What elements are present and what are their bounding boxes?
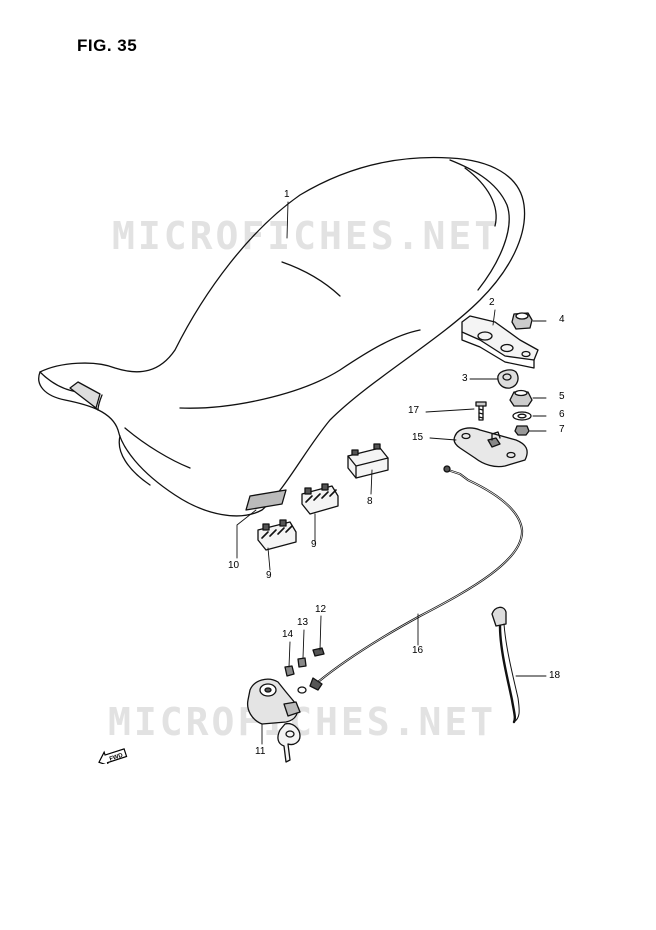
callout-7: 7 [559, 424, 565, 435]
callout-16: 16 [412, 645, 424, 656]
nut-part-14 [284, 665, 295, 677]
callout-12: 12 [315, 604, 327, 615]
seat-lock-assembly-part-11 [246, 678, 301, 763]
seat-lock-part-15 [453, 427, 528, 468]
callout-9-right: 9 [311, 539, 317, 550]
washer-part-14b [297, 686, 307, 694]
callout-13: 13 [297, 617, 309, 628]
callout-4: 4 [559, 314, 565, 325]
callout-11: 11 [255, 746, 266, 757]
lock-switch-wire-part-18 [491, 606, 520, 724]
callout-3: 3 [462, 373, 468, 384]
fwd-label: FWD [109, 753, 124, 763]
washer-part-13 [297, 657, 307, 668]
figure-title: FIG. 35 [77, 36, 138, 55]
forward-direction-arrow-icon: FWD [98, 748, 128, 764]
callout-8: 8 [367, 496, 373, 507]
damper-part-9-left [257, 519, 297, 551]
washer-part-6 [512, 411, 532, 421]
callout-2: 2 [489, 297, 495, 308]
callout-1: 1 [284, 189, 290, 200]
callout-9-left: 9 [266, 570, 272, 581]
nut-part-4 [511, 312, 533, 330]
screw-part-17 [475, 401, 487, 421]
callout-10: 10 [228, 560, 240, 571]
rubber-block-part-8 [347, 443, 389, 479]
seat-bracket-part [461, 315, 539, 369]
leader-lines [236, 201, 547, 745]
callout-6: 6 [559, 409, 565, 420]
grommet-part-5 [509, 389, 533, 407]
bolt-part-12 [312, 647, 325, 657]
callout-14: 14 [282, 629, 294, 640]
callout-17: 17 [408, 405, 420, 416]
nut-part-7 [514, 425, 530, 436]
callout-15: 15 [412, 432, 424, 443]
callout-5: 5 [559, 391, 565, 402]
damper-part-9-right [301, 483, 339, 515]
seat-part [38, 156, 526, 517]
seat-lock-cable-part-16 [309, 465, 524, 691]
cushion-part-3 [497, 369, 519, 389]
callout-18: 18 [549, 670, 561, 681]
watermark-top: MICROFICHES.NET [112, 214, 501, 258]
